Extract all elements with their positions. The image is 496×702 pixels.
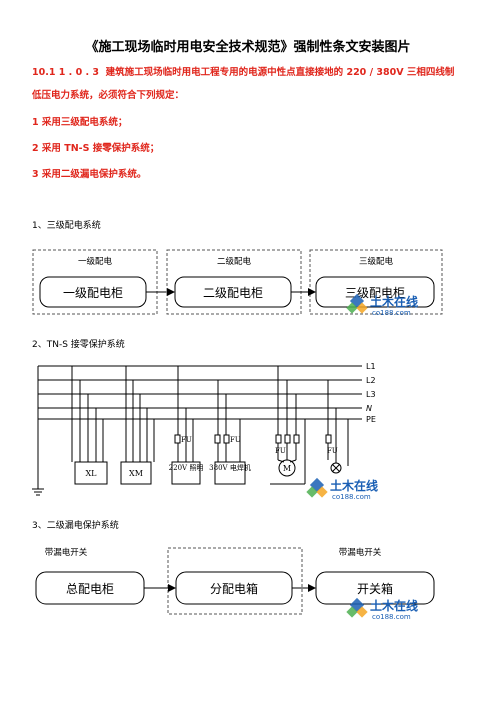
fuse-label-1: FU	[181, 436, 192, 444]
equipment-label-xl: XL	[85, 469, 97, 478]
box-level-3	[315, 276, 435, 308]
line-label-l2: L2	[366, 376, 376, 385]
box-label-2: 二级配电柜	[203, 286, 263, 300]
two-level-leakage-protection-diagram: 带漏电开关 带漏电开关 总配电柜 分配电箱 开关箱	[35, 547, 435, 615]
group-frame-2	[166, 249, 302, 315]
top-label-1: 带漏电开关	[45, 547, 88, 558]
box-label-sub: 分配电箱	[210, 581, 258, 596]
watermark-url: co188.com	[372, 613, 411, 621]
watermark-url: co188.com	[372, 309, 411, 317]
fuse-label-3: FU	[275, 447, 286, 455]
group-label-2: 二级配电	[217, 256, 252, 267]
line-label-pe: PE	[366, 415, 376, 424]
watermark-2: 土木在线 co188.com	[306, 476, 388, 504]
document-title: 《施工现场临时用电安全技术规范》强制性条文安装图片	[85, 40, 411, 55]
box-label-main: 总配电柜	[66, 582, 114, 596]
group-label-1: 一级配电	[78, 256, 113, 267]
box-switch-box	[315, 571, 435, 605]
middle-dashed-frame	[167, 547, 303, 615]
equipment-label-xm: XM	[129, 469, 143, 478]
watermark-logo-icon	[306, 477, 328, 498]
section-heading-3: 3、二级漏电保护系统	[32, 521, 119, 531]
clause-item-2: 2 采用 TN-S 接零保护系统；	[32, 143, 160, 154]
equipment-xl	[74, 461, 108, 485]
group-frame-3	[309, 249, 443, 315]
watermark-logo-icon	[346, 293, 368, 314]
fuse-label-2: FU	[230, 436, 241, 444]
tn-s-system-diagram: L1 L2 L3 N PE XL XM 220V 照明 380V 电焊机 FU …	[32, 362, 376, 496]
watermark-1: 土木在线 co188.com	[346, 292, 428, 320]
clause-line-1: 10.1 1 . 0 . 3 建筑施工现场临时用电工程专用的电源中性点直接接地的…	[32, 64, 454, 78]
box-label-1: 一级配电柜	[63, 286, 123, 300]
equipment-label-lighting: 220V 照明	[169, 464, 204, 472]
section-heading-1: 1、三级配电系统	[32, 221, 101, 231]
top-label-2: 带漏电开关	[339, 547, 382, 558]
group-frame-1	[32, 249, 158, 315]
motor-label: M	[283, 464, 291, 473]
group-label-3: 三级配电	[359, 256, 394, 267]
clause-number: 10.1 1 . 0 . 3	[32, 67, 100, 78]
box-label-switch: 开关箱	[357, 581, 393, 596]
section-heading-2: 2、TN-S 接零保护系统	[32, 340, 125, 350]
equipment-welder	[214, 461, 246, 485]
line-label-l1: L1	[366, 362, 376, 371]
watermark-name: 土木在线	[330, 479, 379, 493]
equipment-label-welder: 380V 电焊机	[209, 463, 251, 472]
line-label-l3: L3	[366, 390, 376, 399]
fuse-label-4: FU	[327, 447, 338, 455]
watermark-3: 土木在线 co188.com	[346, 596, 428, 624]
motor-symbol	[278, 459, 296, 477]
line-label-n: N	[366, 404, 372, 413]
clause-line-2: 低压电力系统，必须符合下列规定：	[32, 90, 185, 101]
watermark-url: co188.com	[332, 493, 371, 501]
clause-item-3: 3 采用二级漏电保护系统。	[32, 169, 147, 180]
clause-text-1: 建筑施工现场临时用电工程专用的电源中性点直接接地的 220 / 380V 三相四…	[105, 67, 455, 78]
equipment-lighting	[171, 461, 201, 485]
watermark-name: 土木在线	[370, 599, 419, 613]
watermark-name: 土木在线	[370, 295, 419, 309]
watermark-logo-icon	[346, 597, 368, 618]
clause-item-1: 1 采用三级配电系统；	[32, 117, 128, 128]
equipment-xm	[120, 461, 152, 485]
